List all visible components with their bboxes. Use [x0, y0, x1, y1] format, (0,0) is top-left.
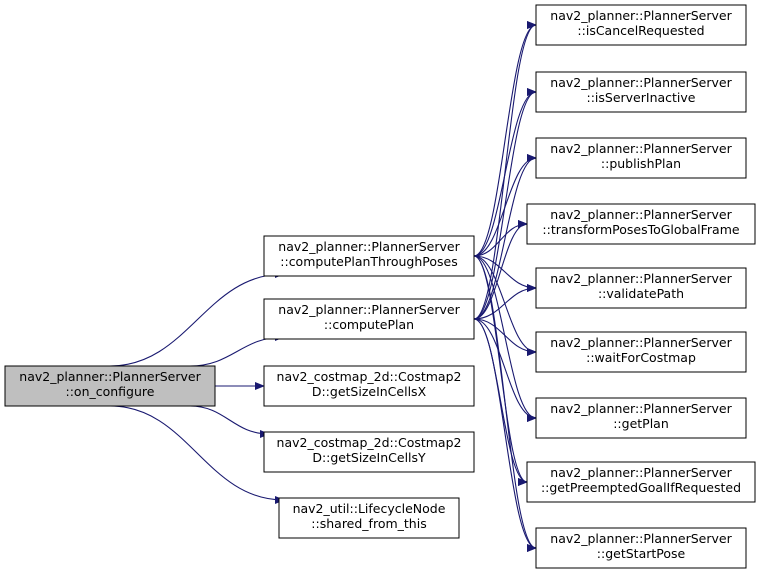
edge-computePlan-to-getPreemptedGoalIfRequested [473, 318, 528, 486]
edge-computePlanThroughPoses-to-validatePath [473, 255, 537, 292]
edge-computePlan-to-getPlan [473, 318, 537, 422]
node-method-label: ::getStartPose [597, 546, 686, 561]
edges-layer [109, 21, 537, 552]
node-isCancelRequested[interactable]: nav2_planner::PlannerServer::isCancelReq… [535, 4, 747, 46]
node-publishPlan[interactable]: nav2_planner::PlannerServer::publishPlan [535, 137, 747, 179]
node-isServerInactive[interactable]: nav2_planner::PlannerServer::isServerIna… [535, 71, 747, 113]
node-box [263, 365, 475, 407]
edge-line [473, 318, 537, 422]
node-box [535, 71, 747, 113]
edge-line [473, 21, 537, 320]
edge-line [473, 220, 528, 320]
node-method-label: ::isCancelRequested [577, 23, 704, 38]
edge-computePlan-to-isServerInactive [473, 88, 537, 320]
node-box [535, 331, 747, 373]
node-box [526, 203, 756, 245]
edge-on_configure-to-getSizeInCellsY [189, 405, 270, 438]
node-getPreemptedGoalIfRequested[interactable]: nav2_planner::PlannerServer::getPreempte… [526, 461, 756, 503]
node-namespace-label: nav2_planner::PlannerServer [278, 302, 460, 317]
node-namespace-label: nav2_planner::PlannerServer [550, 335, 732, 350]
edge-line [473, 318, 537, 552]
node-method-label: ::getPlan [613, 416, 669, 431]
node-namespace-label: nav2_util::LifecycleNode [293, 501, 446, 516]
node-on_configure: nav2_planner::PlannerServer::on_configur… [4, 365, 216, 407]
edge-computePlanThroughPoses-to-getPlan [473, 255, 537, 422]
edge-on_configure-to-computePlan [189, 333, 285, 367]
node-method-label: ::on_configure [66, 384, 155, 399]
node-getSizeInCellsY[interactable]: nav2_costmap_2d::Costmap2D::getSizeInCel… [263, 431, 475, 473]
node-shared_from_this[interactable]: nav2_util::LifecycleNode::shared_from_th… [278, 497, 460, 539]
edge-computePlan-to-waitForCostmap [473, 318, 537, 356]
node-method-label: ::isServerInactive [586, 90, 695, 105]
edge-computePlan-to-isCancelRequested [473, 21, 537, 320]
node-namespace-label: nav2_planner::PlannerServer [550, 401, 732, 416]
node-getSizeInCellsX[interactable]: nav2_costmap_2d::Costmap2D::getSizeInCel… [263, 365, 475, 407]
node-method-label: ::waitForCostmap [586, 350, 696, 365]
node-method-label: ::computePlanThroughPoses [280, 254, 457, 269]
node-box [535, 267, 747, 309]
edge-on_configure-to-shared_from_this [109, 405, 285, 504]
node-box [263, 431, 475, 473]
node-method-label: ::validatePath [598, 286, 684, 301]
edge-computePlan-to-transformPosesToGlobalFrame [473, 220, 528, 320]
node-namespace-label: nav2_planner::PlannerServer [550, 465, 732, 480]
node-namespace-label: nav2_planner::PlannerServer [278, 239, 460, 254]
edge-computePlan-to-getStartPose [473, 318, 537, 552]
node-validatePath[interactable]: nav2_planner::PlannerServer::validatePat… [535, 267, 747, 309]
edge-line [109, 405, 285, 504]
node-getStartPose[interactable]: nav2_planner::PlannerServer::getStartPos… [535, 527, 747, 569]
node-method-label: ::getPreemptedGoalIfRequested [541, 480, 741, 495]
node-namespace-label: nav2_planner::PlannerServer [550, 75, 732, 90]
edge-line [473, 255, 537, 422]
node-box [526, 461, 756, 503]
node-namespace-label: nav2_costmap_2d::Costmap2 [277, 435, 462, 450]
node-box [535, 137, 747, 179]
edge-line [473, 255, 537, 292]
edge-computePlan-to-validatePath [473, 284, 537, 320]
node-namespace-label: nav2_planner::PlannerServer [550, 531, 732, 546]
edge-line [189, 405, 270, 438]
node-namespace-label: nav2_planner::PlannerServer [550, 8, 732, 23]
edge-line [473, 255, 537, 552]
node-waitForCostmap[interactable]: nav2_planner::PlannerServer::waitForCost… [535, 331, 747, 373]
node-namespace-label: nav2_costmap_2d::Costmap2 [277, 369, 462, 384]
edge-computePlanThroughPoses-to-isCancelRequested [473, 21, 537, 257]
edge-computePlanThroughPoses-to-getStartPose [473, 255, 537, 552]
node-method-label: D::getSizeInCellsY [312, 450, 426, 465]
node-method-label: ::publishPlan [601, 156, 681, 171]
node-method-label: ::shared_from_this [311, 516, 426, 531]
node-method-label: D::getSizeInCellsX [312, 384, 427, 399]
node-computePlan[interactable]: nav2_planner::PlannerServer::computePlan [263, 298, 475, 340]
node-namespace-label: nav2_planner::PlannerServer [19, 369, 201, 384]
node-box [535, 527, 747, 569]
node-getPlan[interactable]: nav2_planner::PlannerServer::getPlan [535, 397, 747, 439]
edge-on_configure-to-computePlanThroughPoses [109, 270, 285, 367]
edge-line [473, 88, 537, 320]
edge-line [109, 270, 285, 367]
node-box [263, 298, 475, 340]
node-method-label: ::transformPosesToGlobalFrame [542, 222, 739, 237]
edge-line [473, 318, 537, 356]
node-computePlanThroughPoses[interactable]: nav2_planner::PlannerServer::computePlan… [263, 235, 475, 277]
edge-line [189, 333, 285, 367]
edge-line [473, 318, 528, 486]
node-namespace-label: nav2_planner::PlannerServer [550, 207, 732, 222]
node-box [4, 365, 216, 407]
edge-line [473, 154, 537, 320]
edge-line [473, 21, 537, 257]
nodes-layer: nav2_planner::PlannerServer::on_configur… [4, 4, 756, 569]
node-method-label: ::computePlan [324, 317, 414, 332]
node-box [278, 497, 460, 539]
edge-computePlan-to-publishPlan [473, 154, 537, 320]
node-namespace-label: nav2_planner::PlannerServer [550, 271, 732, 286]
node-transformPosesToGlobalFrame[interactable]: nav2_planner::PlannerServer::transformPo… [526, 203, 756, 245]
node-box [535, 4, 747, 46]
node-box [535, 397, 747, 439]
edge-line [473, 284, 537, 320]
node-namespace-label: nav2_planner::PlannerServer [550, 141, 732, 156]
node-box [263, 235, 475, 277]
